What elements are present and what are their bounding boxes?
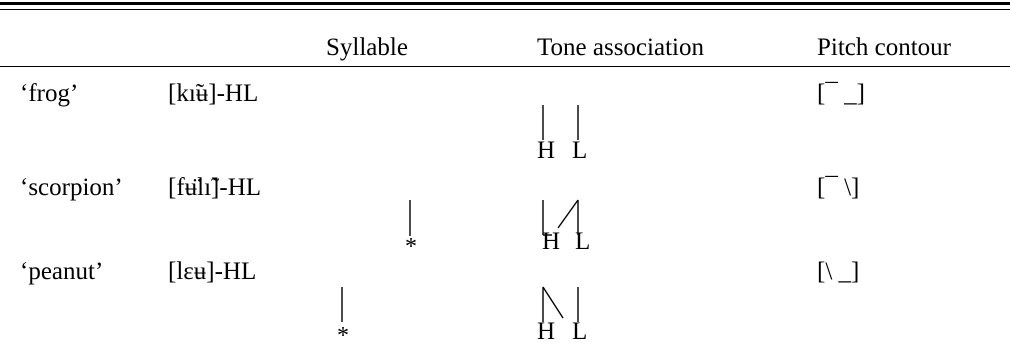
row-scorpion-form: [fʉ̈lı̃]-HL [168,174,262,201]
peanut-h-spread-line [542,286,564,319]
header-rule [0,66,1010,67]
header-pitch-contour: Pitch contour [817,34,952,61]
row-frog-gloss: ‘frog’ [20,80,79,107]
row-frog-form: [kı̃ʉ]-HL [168,80,259,107]
row-scorpion-tone-h: H [542,228,561,255]
header-syllable: Syllable [326,34,408,61]
row-peanut-form: [lɛʉ]-HL [168,258,257,285]
row-scorpion-gloss: ‘scorpion’ [20,174,123,201]
row-scorpion-tone-l: L [575,228,591,255]
top-rule-thick [0,2,1010,5]
row-peanut-gloss: ‘peanut’ [20,258,104,285]
row-frog-tone-l: L [572,137,588,164]
row-peanut-pitch: [\ _] [817,258,860,285]
row-peanut-tone-h: H [537,318,556,345]
top-rule-thin [0,9,1010,10]
row-scorpion-syllable-mark: * [405,234,417,260]
row-frog-pitch: [¯ _] [817,80,865,107]
row-frog-tone-h: H [537,137,556,164]
header-tone-association: Tone association [537,34,704,61]
row-peanut-tone-l: L [572,318,588,345]
row-scorpion-pitch: [¯ \] [817,174,860,201]
row-peanut-syllable-mark: * [337,323,349,349]
scorpion-spread-line [557,199,579,229]
